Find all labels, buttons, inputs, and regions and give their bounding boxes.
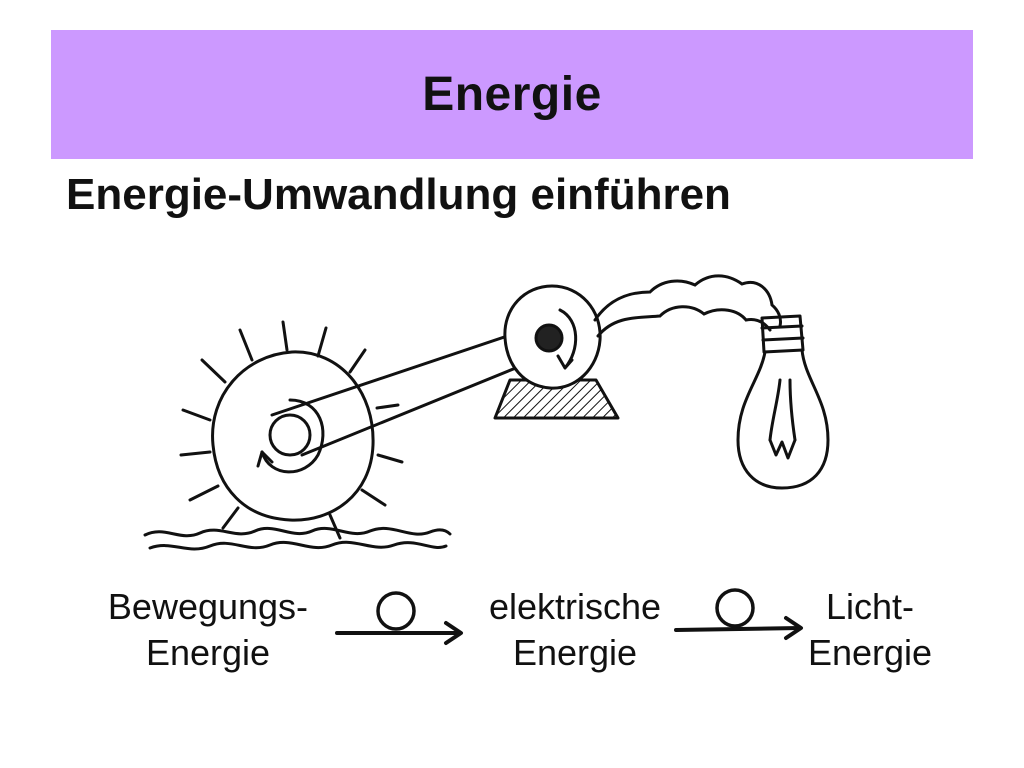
- energy-label-electric: elektrische Energie: [450, 584, 700, 676]
- energy-label-line: Licht-: [825, 586, 915, 627]
- conversion-arrow-1: [335, 591, 463, 645]
- title-bar: Energie: [51, 30, 973, 159]
- energy-label-line: Energie: [145, 632, 271, 673]
- slide-subtitle: Energie-Umwandlung einführen: [66, 170, 731, 219]
- slide-title: Energie: [422, 68, 602, 121]
- energy-label-kinetic: Bewegungs- Energie: [68, 584, 348, 676]
- water-wheel-icon: [143, 320, 452, 551]
- conversion-arrow-2: [674, 588, 803, 640]
- cable-icon: [593, 274, 782, 338]
- energy-label-line: Energie: [512, 632, 638, 673]
- light-bulb-icon: [736, 314, 830, 490]
- energy-label-line: elektrische: [488, 586, 662, 627]
- energy-label-line: Energie: [807, 632, 933, 673]
- energy-label-light: Licht- Energie: [760, 584, 980, 676]
- energy-label-line: Bewegungs-: [107, 586, 309, 627]
- generator-icon: [493, 284, 620, 420]
